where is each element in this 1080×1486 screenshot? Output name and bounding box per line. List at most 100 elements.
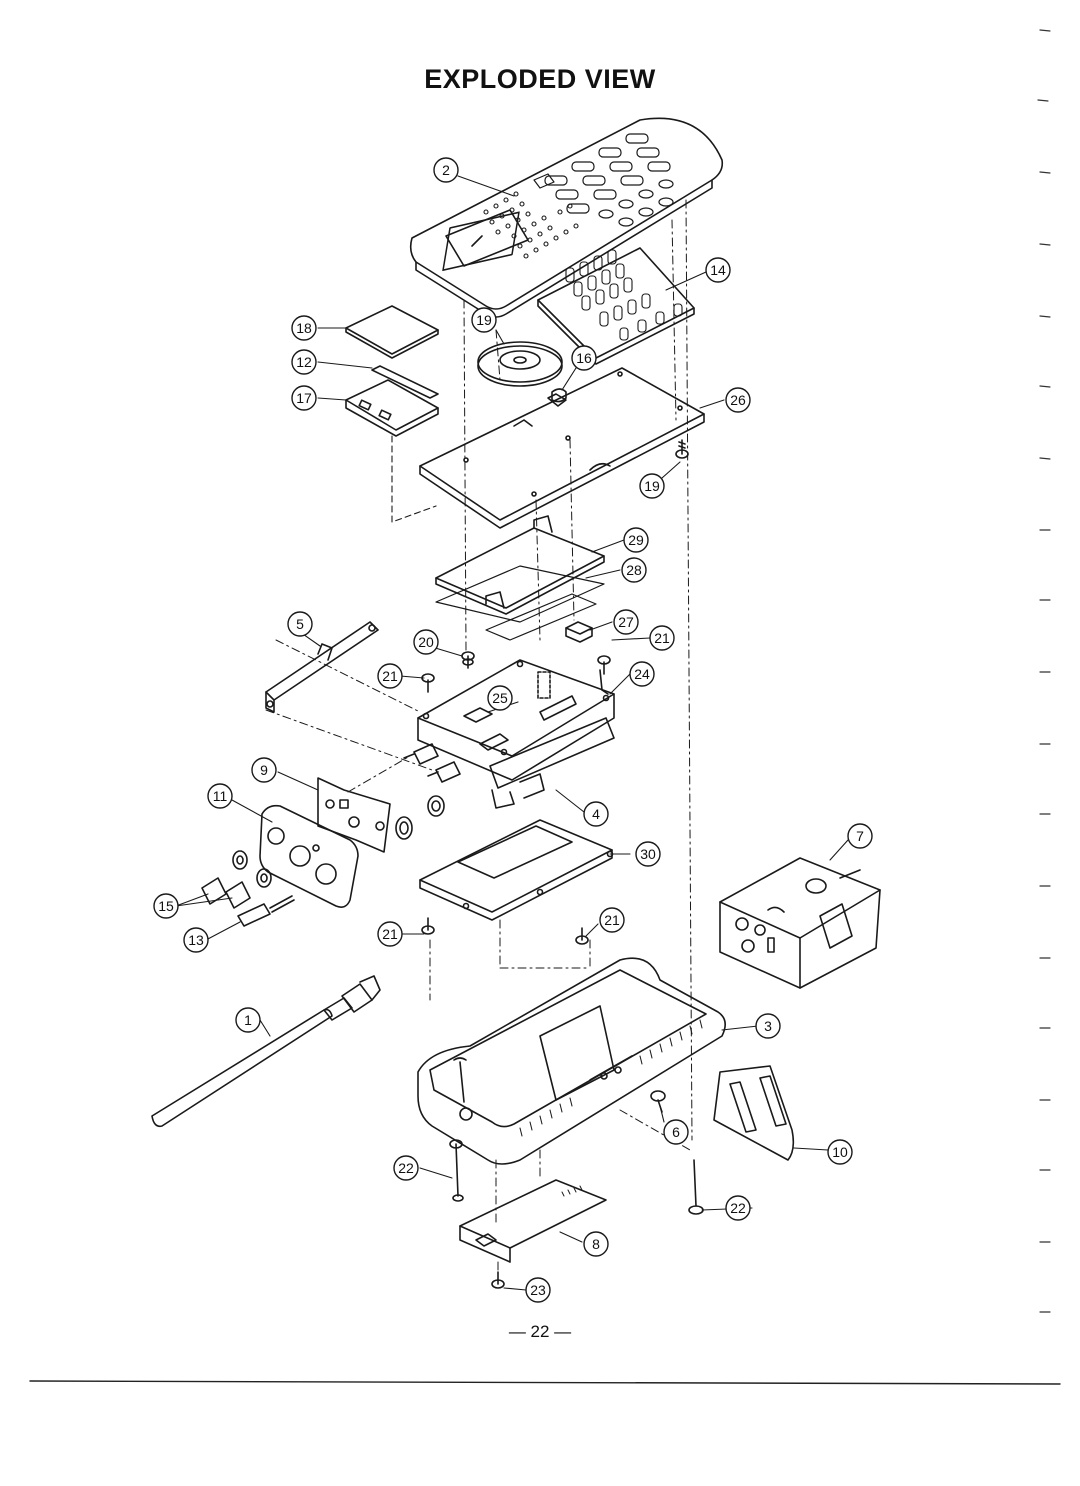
main-pcb	[419, 367, 705, 529]
lcd-strip	[371, 365, 439, 399]
lcd-panel	[345, 305, 439, 359]
callout-number: 15	[158, 898, 174, 914]
callout-number: 18	[296, 320, 312, 336]
callout-number: 24	[634, 666, 650, 682]
rear-case	[417, 957, 726, 1165]
callout-number: 30	[640, 846, 656, 862]
shield-plate	[435, 515, 605, 615]
callout-number: 8	[592, 1236, 600, 1252]
callout-number: 1	[244, 1012, 252, 1028]
speaker	[477, 341, 563, 387]
battery-holder	[719, 857, 881, 989]
lcd-holder	[345, 379, 439, 437]
callout-number: 6	[672, 1124, 680, 1140]
callout-number: 9	[260, 762, 268, 778]
screw	[675, 439, 689, 459]
front-panel-11	[259, 804, 359, 908]
callout-21: 21	[377, 921, 403, 947]
callout-number: 21	[654, 630, 670, 646]
screw-21d	[575, 927, 589, 945]
callout-number: 25	[492, 690, 508, 706]
callout-number: 19	[644, 478, 660, 494]
callout-2: 2	[433, 157, 459, 183]
insulator-sheet	[435, 565, 605, 641]
callout-number: 22	[730, 1200, 746, 1216]
screw-22b	[688, 1159, 704, 1215]
callout-8: 8	[583, 1231, 609, 1257]
callout-6: 6	[663, 1119, 689, 1145]
callout-number: 13	[188, 932, 204, 948]
rf-board	[417, 659, 615, 781]
callout-26: 26	[725, 387, 751, 413]
callout-number: 23	[530, 1282, 546, 1298]
jack-plate	[317, 777, 391, 853]
screw-21b	[597, 655, 611, 675]
battery-door	[713, 1065, 795, 1161]
screw-20	[461, 651, 475, 669]
bottom-rule	[29, 1380, 1061, 1385]
callout-15: 15	[153, 893, 179, 919]
knob-15b	[225, 868, 272, 909]
callout-number: 27	[618, 614, 634, 630]
screw-23	[491, 1271, 505, 1289]
keypad-rubber	[537, 247, 695, 365]
margin-marks	[1037, 29, 1051, 1313]
callout-number: 5	[296, 616, 304, 632]
callout-number: 12	[296, 354, 312, 370]
callout-number: 17	[296, 390, 312, 406]
nut	[395, 816, 413, 840]
callout-10: 10	[827, 1139, 853, 1165]
callout-7: 7	[847, 823, 873, 849]
callout-29: 29	[623, 527, 649, 553]
callout-25: 25	[487, 685, 513, 711]
pad-27	[565, 621, 593, 643]
callout-21: 21	[599, 907, 625, 933]
nut	[427, 795, 445, 817]
callout-number: 22	[398, 1160, 414, 1176]
callout-number: 2	[442, 162, 450, 178]
callout-number: 11	[213, 788, 228, 804]
callout-3: 3	[755, 1013, 781, 1039]
callout-13: 13	[183, 927, 209, 953]
callout-28: 28	[621, 557, 647, 583]
screw-6	[650, 1090, 666, 1113]
callout-16: 16	[571, 345, 597, 371]
callout-number: 21	[604, 912, 620, 928]
board-connectors	[403, 743, 461, 783]
page-number: — 22 —	[508, 1322, 572, 1341]
callout-5: 5	[287, 611, 313, 637]
callout-22: 22	[725, 1195, 751, 1221]
callout-17: 17	[291, 385, 317, 411]
callout-20: 20	[413, 629, 439, 655]
callout-18: 18	[291, 315, 317, 341]
callout-9: 9	[251, 757, 277, 783]
callout-21: 21	[377, 663, 403, 689]
callout-number: 7	[856, 828, 864, 844]
screw-21c	[421, 917, 435, 935]
callout-14: 14	[705, 257, 731, 283]
callout-11: 11	[207, 783, 233, 809]
callout-30: 30	[635, 841, 661, 867]
screw-22a	[449, 1139, 464, 1202]
callout-19: 19	[471, 307, 497, 333]
callout-21: 21	[649, 625, 675, 651]
callout-number: 3	[764, 1018, 772, 1034]
callout-4: 4	[583, 801, 609, 827]
antenna	[151, 975, 381, 1128]
callout-19: 19	[639, 473, 665, 499]
callout-23: 23	[525, 1277, 551, 1303]
callout-number: 4	[592, 806, 600, 822]
callout-number: 10	[832, 1144, 848, 1160]
connector-13	[237, 895, 295, 927]
lcd-leader	[391, 435, 437, 523]
callout-22: 22	[393, 1155, 419, 1181]
callout-number: 14	[710, 262, 726, 278]
callout-number: 26	[730, 392, 746, 408]
bracket-5	[265, 621, 379, 713]
callout-27: 27	[613, 609, 639, 635]
lower-pcb	[419, 819, 614, 921]
callout-number: 20	[418, 634, 434, 650]
callout-number: 16	[576, 350, 592, 366]
